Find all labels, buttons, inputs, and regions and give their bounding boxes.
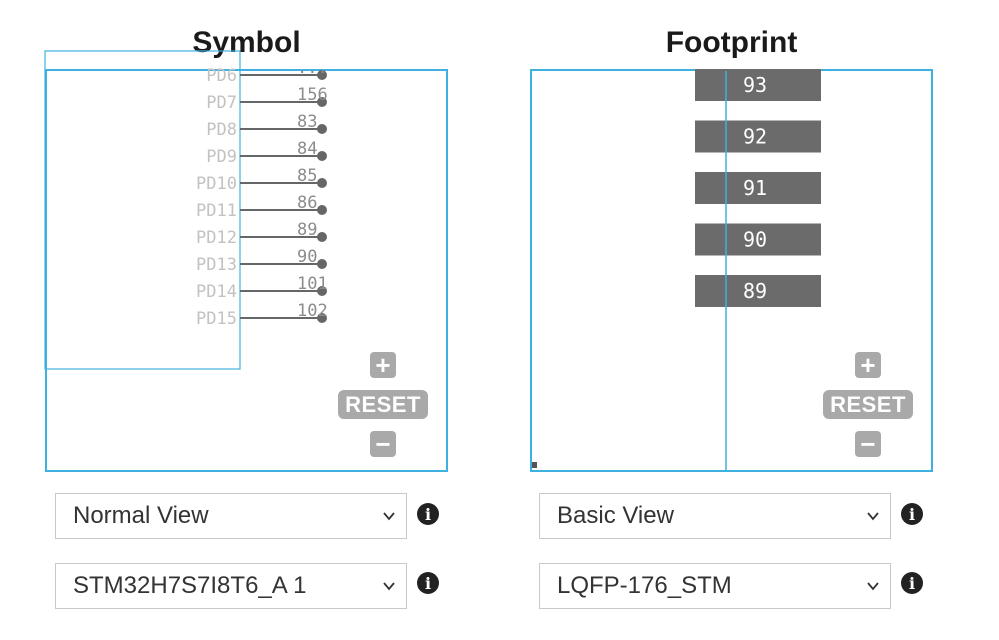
pin-endpoint [317,178,327,188]
pin-number: 102 [297,301,328,321]
origin-marker [532,462,537,468]
pin-endpoint [317,232,327,242]
pad-number: 90 [743,228,767,252]
pad-number: 89 [743,279,767,303]
zoom-in-button[interactable]: + [370,352,396,378]
symbol-view-select[interactable]: Normal View [55,493,407,539]
pin-endpoint [317,124,327,134]
zoom-in-button[interactable]: + [855,352,881,378]
pin-number: 85 [297,166,317,186]
pin-endpoint [317,97,327,107]
pad [695,120,821,153]
pin-number: 83 [297,112,317,132]
footprint-package-select-value: LQFP-176_STM [557,572,732,599]
pin-number: 84 [297,139,317,159]
pin-name: PD8 [206,120,237,140]
pin-number: ... [297,58,328,78]
chevron-down-icon [383,582,395,591]
pin-name: PD13 [196,255,237,275]
footprint-canvas: 93 92 91 90 89 [532,69,821,470]
footprint-view-select-value: Basic View [557,502,674,529]
pad-number: 91 [743,176,767,200]
pin-endpoint [317,286,327,296]
pin-name: PD15 [196,309,237,329]
info-icon[interactable]: i [901,572,923,594]
symbol-title: Symbol [192,26,301,59]
pad [695,69,821,101]
pin-name: PD12 [196,228,237,248]
symbol-unit-select[interactable]: STM32H7S7I8T6_A 1 [55,563,407,609]
pin-number: 101 [297,274,328,294]
pad [695,275,821,307]
pin-endpoint [317,70,327,80]
footprint-package-select[interactable]: LQFP-176_STM [539,563,891,609]
pin-endpoint [317,205,327,215]
symbol-unit-select-value: STM32H7S7I8T6_A 1 [73,572,307,599]
symbol-view-select-value: Normal View [73,502,209,529]
info-icon[interactable]: i [417,572,439,594]
pad [695,172,821,204]
zoom-out-button[interactable]: − [370,431,396,457]
pad-number: 93 [743,73,767,97]
pin-endpoint [317,151,327,161]
pin-number: 89 [297,220,317,240]
pin-endpoint [317,313,327,323]
pin-number: 90 [297,247,317,267]
footprint-viewer[interactable]: 93 92 91 90 89 + RESET − [530,69,933,472]
zoom-out-button[interactable]: − [855,431,881,457]
pad [695,223,821,256]
chevron-down-icon [867,512,879,521]
pin-number: 156 [297,85,328,105]
pin-name: PD11 [196,201,237,221]
reset-button[interactable]: RESET [823,390,913,419]
reset-button[interactable]: RESET [338,390,428,419]
pin-name: PD14 [196,282,237,302]
pin-number: 86 [297,193,317,213]
info-icon[interactable]: i [901,503,923,525]
pin-name: PD7 [206,93,237,113]
pad-number: 92 [743,125,767,149]
pin-name: PD6 [206,66,237,86]
chevron-down-icon [383,512,395,521]
footprint-view-select[interactable]: Basic View [539,493,891,539]
pin-endpoint [317,259,327,269]
info-icon[interactable]: i [417,503,439,525]
pin-name: PD10 [196,174,237,194]
pin-name: PD9 [206,147,237,167]
footprint-title: Footprint [665,26,798,59]
chevron-down-icon [867,582,879,591]
